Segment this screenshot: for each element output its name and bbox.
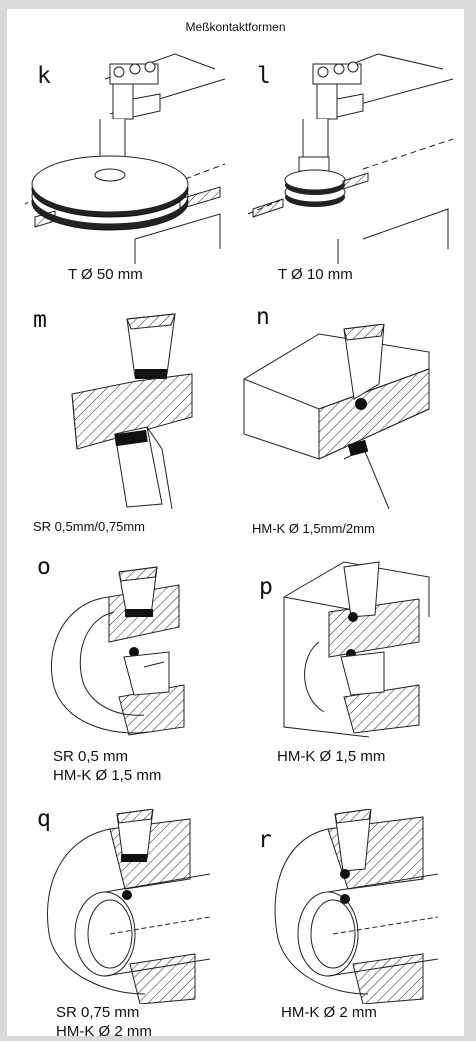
figure-r-caption: HM-K Ø 2 mm (281, 1004, 377, 1021)
figure-r-letter: r (258, 827, 272, 853)
figure-l-drawing (243, 39, 458, 264)
figure-n-letter: n (256, 304, 270, 330)
figure-p-letter: p (259, 574, 273, 600)
figure-q-letter: q (37, 806, 51, 832)
figure-k-caption: T Ø 50 mm (68, 266, 143, 283)
figure-k-drawing (15, 39, 230, 264)
figure-l-letter: l (257, 63, 271, 89)
figure-q-drawing (35, 809, 225, 1004)
figure-p-drawing (269, 557, 449, 742)
figure-m-drawing (47, 309, 217, 509)
figure-o-letter: o (37, 554, 51, 580)
figure-q-caption: SR 0,75 mm HM-K Ø 2 mm (56, 1004, 152, 1040)
figure-k-letter: k (37, 63, 51, 89)
figure-p-caption: HM-K Ø 1,5 mm (277, 748, 386, 765)
figure-m-caption: SR 0,5mm/0,75mm (33, 519, 145, 534)
figure-o-drawing (39, 557, 214, 742)
figure-n-drawing (239, 324, 449, 509)
figure-r-drawing (263, 809, 453, 1004)
sheet: Meßkontaktformen k T Ø 50 mm l (7, 9, 464, 1040)
figure-n-caption: HM-K Ø 1,5mm/2mm (252, 521, 375, 536)
figure-o-caption: SR 0,5 mm HM-K Ø 1,5 mm (53, 748, 162, 784)
figure-m-letter: m (33, 307, 47, 333)
page-title: Meßkontaktformen (185, 20, 286, 34)
figure-l-caption: T Ø 10 mm (278, 266, 353, 283)
